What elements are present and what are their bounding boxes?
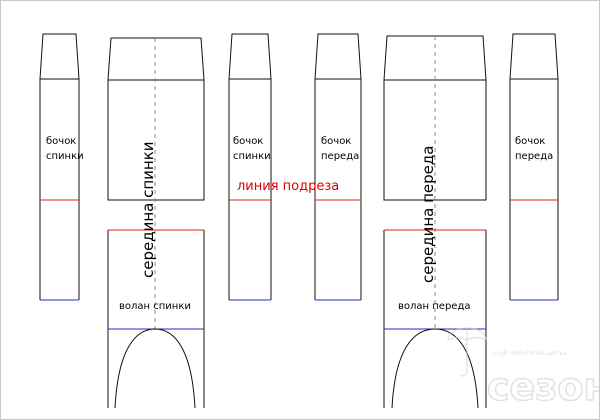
flounce-arc-front <box>391 328 479 409</box>
front-flounce <box>383 229 487 409</box>
side-panel-front-left <box>314 33 362 301</box>
label-side-back-right-2: спинки <box>233 151 271 162</box>
label-side-front-right-1: бочок <box>515 136 545 147</box>
label-flounce-front: волан переда <box>398 301 470 312</box>
back-upper-panel <box>107 37 205 330</box>
label-center-front: середина переда <box>419 146 437 283</box>
side-panel-front-right <box>509 33 559 301</box>
label-center-back: середина спинки <box>139 141 157 278</box>
label-side-front-left-1: бочок <box>321 136 351 147</box>
label-cut-line: линия подреза <box>237 179 339 194</box>
label-side-back-right-1: бочок <box>233 136 263 147</box>
label-side-back-left-2: спинки <box>46 151 84 162</box>
side-panel-back-right <box>228 33 272 301</box>
back-flounce <box>107 229 205 409</box>
label-flounce-back: волан спинки <box>119 301 191 312</box>
side-panel-back-left <box>39 33 80 301</box>
watermark-umbrella-icon <box>447 327 487 377</box>
watermark-brand: сезон <box>487 365 600 409</box>
label-side-back-left-1: бочок <box>46 136 76 147</box>
label-side-front-left-2: переда <box>321 151 359 162</box>
watermark-logo: клуб любителей шитья сезон <box>447 327 600 410</box>
watermark-tagline: клуб любителей шитья <box>493 350 567 357</box>
label-side-front-right-2: переда <box>515 151 553 162</box>
front-upper-panel <box>383 35 487 330</box>
flounce-arc-back <box>114 328 196 409</box>
